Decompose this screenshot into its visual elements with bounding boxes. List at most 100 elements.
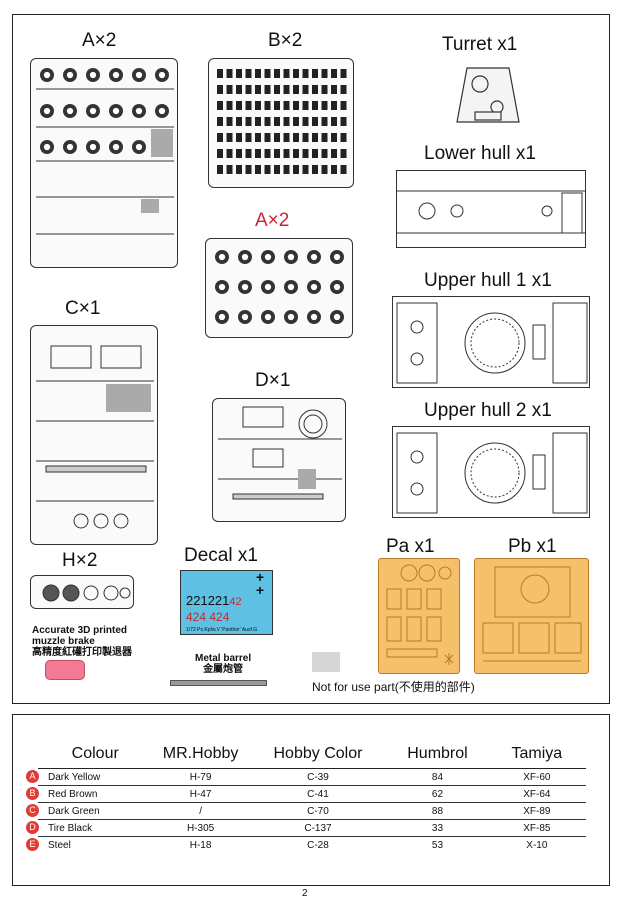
track-link xyxy=(312,149,318,158)
track-link xyxy=(274,101,280,110)
track-link xyxy=(245,165,252,174)
hobby-color-cell: C-70 xyxy=(248,802,388,820)
track-link xyxy=(217,117,223,126)
mr-hobby-cell: H-79 xyxy=(152,768,249,786)
track-link xyxy=(245,133,252,142)
track-link xyxy=(236,117,242,126)
wheel-hub xyxy=(89,143,97,151)
track-link xyxy=(302,85,309,94)
pe-pb-drawing xyxy=(482,566,582,662)
track-link xyxy=(226,165,233,174)
wheel-hub xyxy=(333,253,341,261)
track-link xyxy=(274,165,280,174)
track-link xyxy=(283,117,290,126)
header-tamiya: Tamiya xyxy=(487,740,586,769)
track-link xyxy=(321,101,328,110)
track-links-drawing xyxy=(217,69,347,174)
track-link xyxy=(226,101,233,110)
track-link xyxy=(226,149,233,158)
tamiya-cell: X-10 xyxy=(487,836,586,853)
track-link xyxy=(283,69,290,78)
track-link xyxy=(283,165,290,174)
track-link xyxy=(321,117,328,126)
decal-crosses: ++ xyxy=(255,569,264,598)
paint-reference-table: Colour MR.Hobby Hobby Color Humbrol Tami… xyxy=(26,740,586,853)
wheel-hub xyxy=(135,143,143,151)
wheel-hub xyxy=(264,283,272,291)
header-humbrol: Humbrol xyxy=(387,740,488,769)
track-link xyxy=(312,165,318,174)
track-link xyxy=(226,117,233,126)
track-link xyxy=(274,69,280,78)
wheel-hub xyxy=(43,71,51,79)
track-link xyxy=(302,133,309,142)
tamiya-cell: XF-60 xyxy=(487,768,586,786)
colour-name-text: Dark Green xyxy=(48,805,100,817)
header-hobby-color: Hobby Color xyxy=(248,740,388,769)
colour-code-badge: B xyxy=(26,787,39,800)
track-link xyxy=(331,69,337,78)
wheel-hub xyxy=(112,107,120,115)
tamiya-cell: XF-85 xyxy=(487,819,586,837)
colour-name-text: Red Brown xyxy=(48,788,98,800)
not-for-use-text: Not for use part(不使用的部件) xyxy=(312,680,475,694)
parts-panel xyxy=(12,14,610,704)
track-link xyxy=(236,101,242,110)
track-link xyxy=(255,69,261,78)
track-link xyxy=(302,101,309,110)
track-link xyxy=(331,133,337,142)
wheel-hub xyxy=(158,107,166,115)
track-link xyxy=(293,69,299,78)
track-link xyxy=(217,149,223,158)
turret-drawing xyxy=(456,67,520,123)
sprue-a-label: A×2 xyxy=(82,30,117,51)
decal-sheet: 22122142 424 424 ++ 1/72 Pz.Kpfw.V 'Pant… xyxy=(180,570,273,635)
turret-part xyxy=(455,62,521,132)
pe-pb-fret xyxy=(474,558,589,674)
track-link xyxy=(236,85,242,94)
track-link xyxy=(340,85,347,94)
humbrol-cell: 84 xyxy=(387,768,488,786)
track-link xyxy=(340,69,347,78)
wheel-hub xyxy=(66,107,74,115)
decal-label: Decal x1 xyxy=(184,545,258,566)
track-link xyxy=(255,85,261,94)
track-link xyxy=(283,85,290,94)
track-link xyxy=(226,69,233,78)
track-link xyxy=(293,133,299,142)
sprue-d-label: D×1 xyxy=(255,370,291,391)
colour-code-badge: E xyxy=(26,838,39,851)
track-link xyxy=(217,133,223,142)
track-link xyxy=(331,85,337,94)
humbrol-cell: 53 xyxy=(387,836,488,853)
track-link xyxy=(255,117,261,126)
wheel-hub xyxy=(333,313,341,321)
track-link xyxy=(302,149,309,158)
sprue-c-frame xyxy=(30,325,158,545)
track-link xyxy=(340,165,347,174)
mr-hobby-cell: / xyxy=(152,802,249,820)
sprue-a2-frame xyxy=(205,238,353,338)
sprue-a-drawing xyxy=(36,68,174,235)
wheel-hub xyxy=(43,107,51,115)
lower-hull-drawing xyxy=(397,190,585,234)
mr-hobby-cell: H-47 xyxy=(152,785,249,803)
track-link xyxy=(264,117,271,126)
pe-pb-label: Pb x1 xyxy=(508,536,557,557)
track-link xyxy=(340,149,347,158)
wheel-hub xyxy=(241,253,249,261)
track-link xyxy=(293,85,299,94)
paint-table-header: Colour MR.Hobby Hobby Color Humbrol Tami… xyxy=(38,740,586,769)
track-link xyxy=(293,149,299,158)
sprue-d-drawing xyxy=(218,406,342,500)
pe-pa-label: Pa x1 xyxy=(386,536,435,557)
upper-hull-2-part xyxy=(392,426,590,518)
track-link xyxy=(283,133,290,142)
track-link xyxy=(217,69,223,78)
